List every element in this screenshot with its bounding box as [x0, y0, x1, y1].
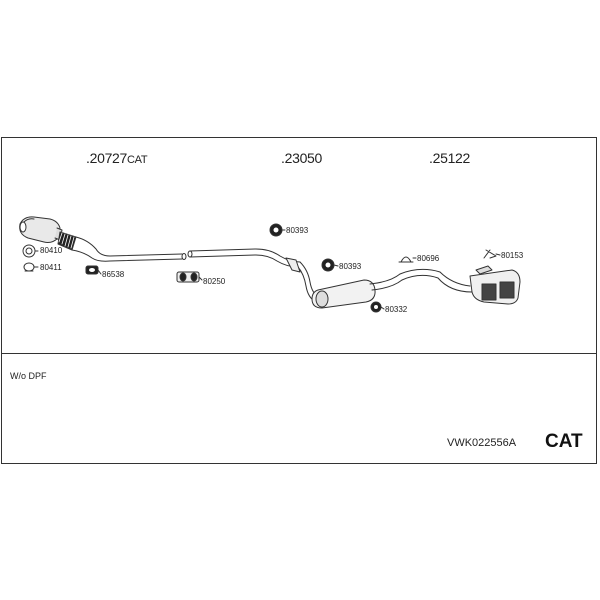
part-label-80696: 80696 [417, 254, 440, 263]
part-label-80410: 80410 [40, 246, 63, 255]
section-header-rear-silencer: .25122 [429, 150, 471, 166]
clamp-80250-icon [176, 271, 200, 283]
hanger-86538-icon [85, 265, 99, 275]
connector-pipe [187, 248, 321, 303]
part-label-80393-mid: 80393 [339, 262, 362, 271]
part-label-80332: 80332 [385, 305, 408, 314]
clamp-80411-icon [23, 262, 35, 272]
kit-type-badge: CAT [545, 431, 583, 452]
middle-silencer [311, 273, 403, 309]
section-header-catalyst: .20727CAT [86, 150, 148, 166]
clamp-80696-icon [398, 256, 414, 263]
part-label-80393-top: 80393 [286, 226, 309, 235]
part-label-80153: 80153 [501, 251, 524, 260]
section-header-middle-silencer: .23050 [281, 150, 323, 166]
rear-pipe [399, 268, 473, 293]
part-label-80411: 80411 [40, 263, 62, 272]
bracket-80153-icon [483, 249, 497, 259]
front-pipe [71, 236, 187, 262]
diagram-frame [1, 137, 597, 464]
flex-pipe [57, 231, 77, 251]
note-without-dpf: W/o DPF [10, 371, 47, 381]
hanger-80332-icon [370, 301, 382, 313]
rear-silencer [469, 265, 521, 305]
catalytic-converter [19, 216, 63, 243]
hanger-80393-mid-icon [321, 258, 335, 272]
diagram-divider [1, 353, 597, 354]
part-label-80250: 80250 [203, 277, 226, 286]
hanger-80393-top-icon [269, 223, 283, 237]
kit-code: VWK022556A [447, 437, 517, 449]
part-label-86538: 86538 [102, 270, 125, 279]
gasket-80410-icon [22, 244, 36, 258]
